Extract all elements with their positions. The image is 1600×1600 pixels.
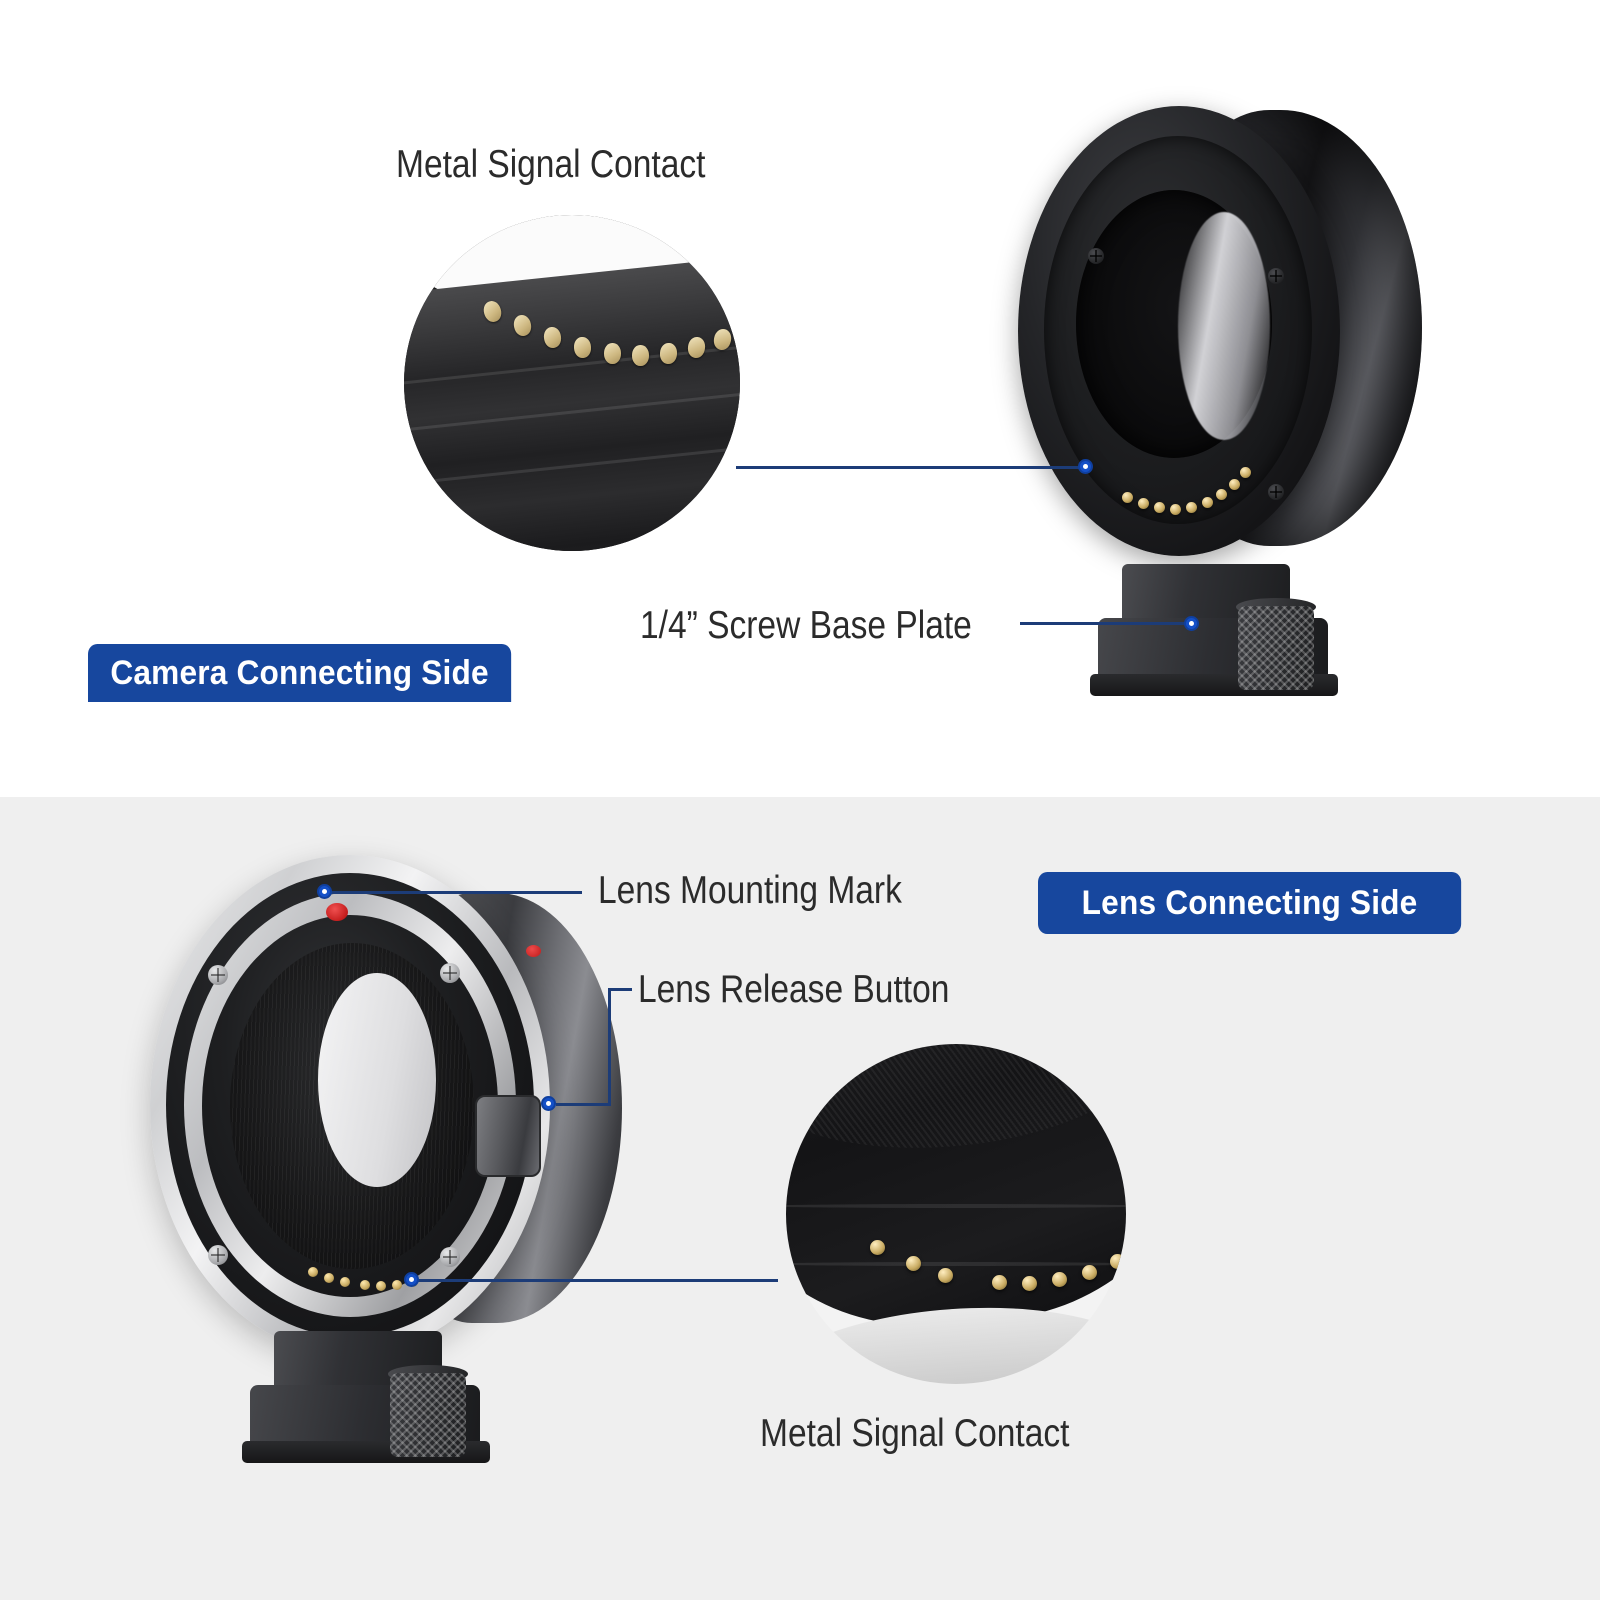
marker-dot-metal-signal-contact-bottom bbox=[404, 1272, 419, 1287]
mount-screw bbox=[1088, 248, 1104, 264]
tripod-base-plate bbox=[242, 1331, 500, 1481]
inset-groove bbox=[786, 1261, 1126, 1266]
contact-pin bbox=[1186, 502, 1197, 513]
mount-screw bbox=[1268, 484, 1284, 500]
callout-label-metal-signal-contact-bottom: Metal Signal Contact bbox=[760, 1412, 1070, 1455]
contact-pin bbox=[870, 1240, 885, 1255]
leader-line-release-button-vertical bbox=[608, 988, 611, 1106]
inset-texture bbox=[786, 1044, 1126, 1164]
inset-mount-body bbox=[786, 1044, 1126, 1342]
lens-release-button[interactable] bbox=[475, 1095, 541, 1177]
mount-screw bbox=[440, 963, 460, 983]
knurled-thumbscrew bbox=[390, 1373, 466, 1457]
adapter-rear-opening bbox=[318, 973, 436, 1187]
camera-connecting-side-panel: Metal Signal Contact 1/4” Screw Base Pla… bbox=[0, 0, 1600, 797]
contact-pin bbox=[1082, 1265, 1097, 1280]
contact-pin bbox=[1110, 1254, 1125, 1269]
leader-line-lens-mounting-mark bbox=[330, 891, 582, 894]
callout-label-lens-release-button: Lens Release Button bbox=[638, 968, 950, 1011]
badge-camera-connecting-side: Camera Connecting Side bbox=[88, 644, 512, 702]
contact-pin bbox=[1202, 497, 1213, 508]
adapter-lens-side-photo bbox=[150, 855, 650, 1545]
leader-line-release-button-bottom bbox=[556, 1103, 611, 1106]
leader-line-screw-base-plate bbox=[1020, 622, 1190, 625]
contact-pin bbox=[1052, 1272, 1067, 1287]
contact-pin bbox=[1229, 479, 1240, 490]
marker-dot-metal-signal-contact-top bbox=[1078, 459, 1093, 474]
leader-line-metal-signal-contact-bottom bbox=[418, 1279, 778, 1282]
callout-label-lens-mounting-mark: Lens Mounting Mark bbox=[598, 869, 902, 912]
mount-screw bbox=[208, 1245, 228, 1265]
mount-screw bbox=[208, 965, 228, 985]
marker-dot-lens-mounting-mark bbox=[317, 884, 332, 899]
contact-pin bbox=[1170, 504, 1181, 515]
mount-screw bbox=[1268, 268, 1284, 284]
contact-pin bbox=[1022, 1276, 1037, 1291]
leader-line-metal-signal-contact-top bbox=[736, 466, 1084, 469]
contact-pin bbox=[308, 1267, 318, 1277]
contact-pin bbox=[604, 343, 621, 364]
contact-pin bbox=[340, 1277, 350, 1287]
contact-pin bbox=[1122, 492, 1133, 503]
badge-lens-connecting-side: Lens Connecting Side bbox=[1038, 872, 1462, 934]
lens-mounting-mark-dot bbox=[326, 903, 348, 921]
magnifier-inset-lens-contacts bbox=[786, 1044, 1126, 1384]
inset-lens-barrel bbox=[404, 253, 740, 551]
contact-pin bbox=[938, 1268, 953, 1283]
mount-screw bbox=[440, 1247, 460, 1267]
callout-label-screw-base-plate: 1/4” Screw Base Plate bbox=[640, 604, 972, 647]
contact-pin bbox=[324, 1273, 334, 1283]
magnifier-inset-camera-contacts bbox=[404, 215, 740, 551]
contact-pin bbox=[906, 1256, 921, 1271]
contact-pin bbox=[992, 1275, 1007, 1290]
contact-pin bbox=[632, 345, 649, 366]
tripod-base-plate bbox=[1090, 564, 1348, 704]
contact-pin bbox=[1138, 498, 1149, 509]
knurled-thumbscrew bbox=[1238, 606, 1314, 690]
inset-groove bbox=[786, 1203, 1126, 1208]
contact-pin bbox=[1216, 489, 1227, 500]
callout-label-metal-signal-contact-top: Metal Signal Contact bbox=[396, 143, 706, 186]
leader-line-release-button-top bbox=[608, 988, 632, 991]
contact-pin bbox=[1240, 467, 1251, 478]
marker-dot-screw-base-plate bbox=[1184, 616, 1199, 631]
contact-pin bbox=[392, 1280, 402, 1290]
contact-pin bbox=[376, 1281, 386, 1291]
marker-dot-lens-release-button bbox=[541, 1096, 556, 1111]
adapter-inner-highlight bbox=[1178, 212, 1270, 440]
contact-pin bbox=[1154, 502, 1165, 513]
contact-pin bbox=[360, 1280, 370, 1290]
lens-mounting-mark-secondary bbox=[526, 945, 541, 957]
adapter-camera-side-photo bbox=[1000, 96, 1422, 696]
